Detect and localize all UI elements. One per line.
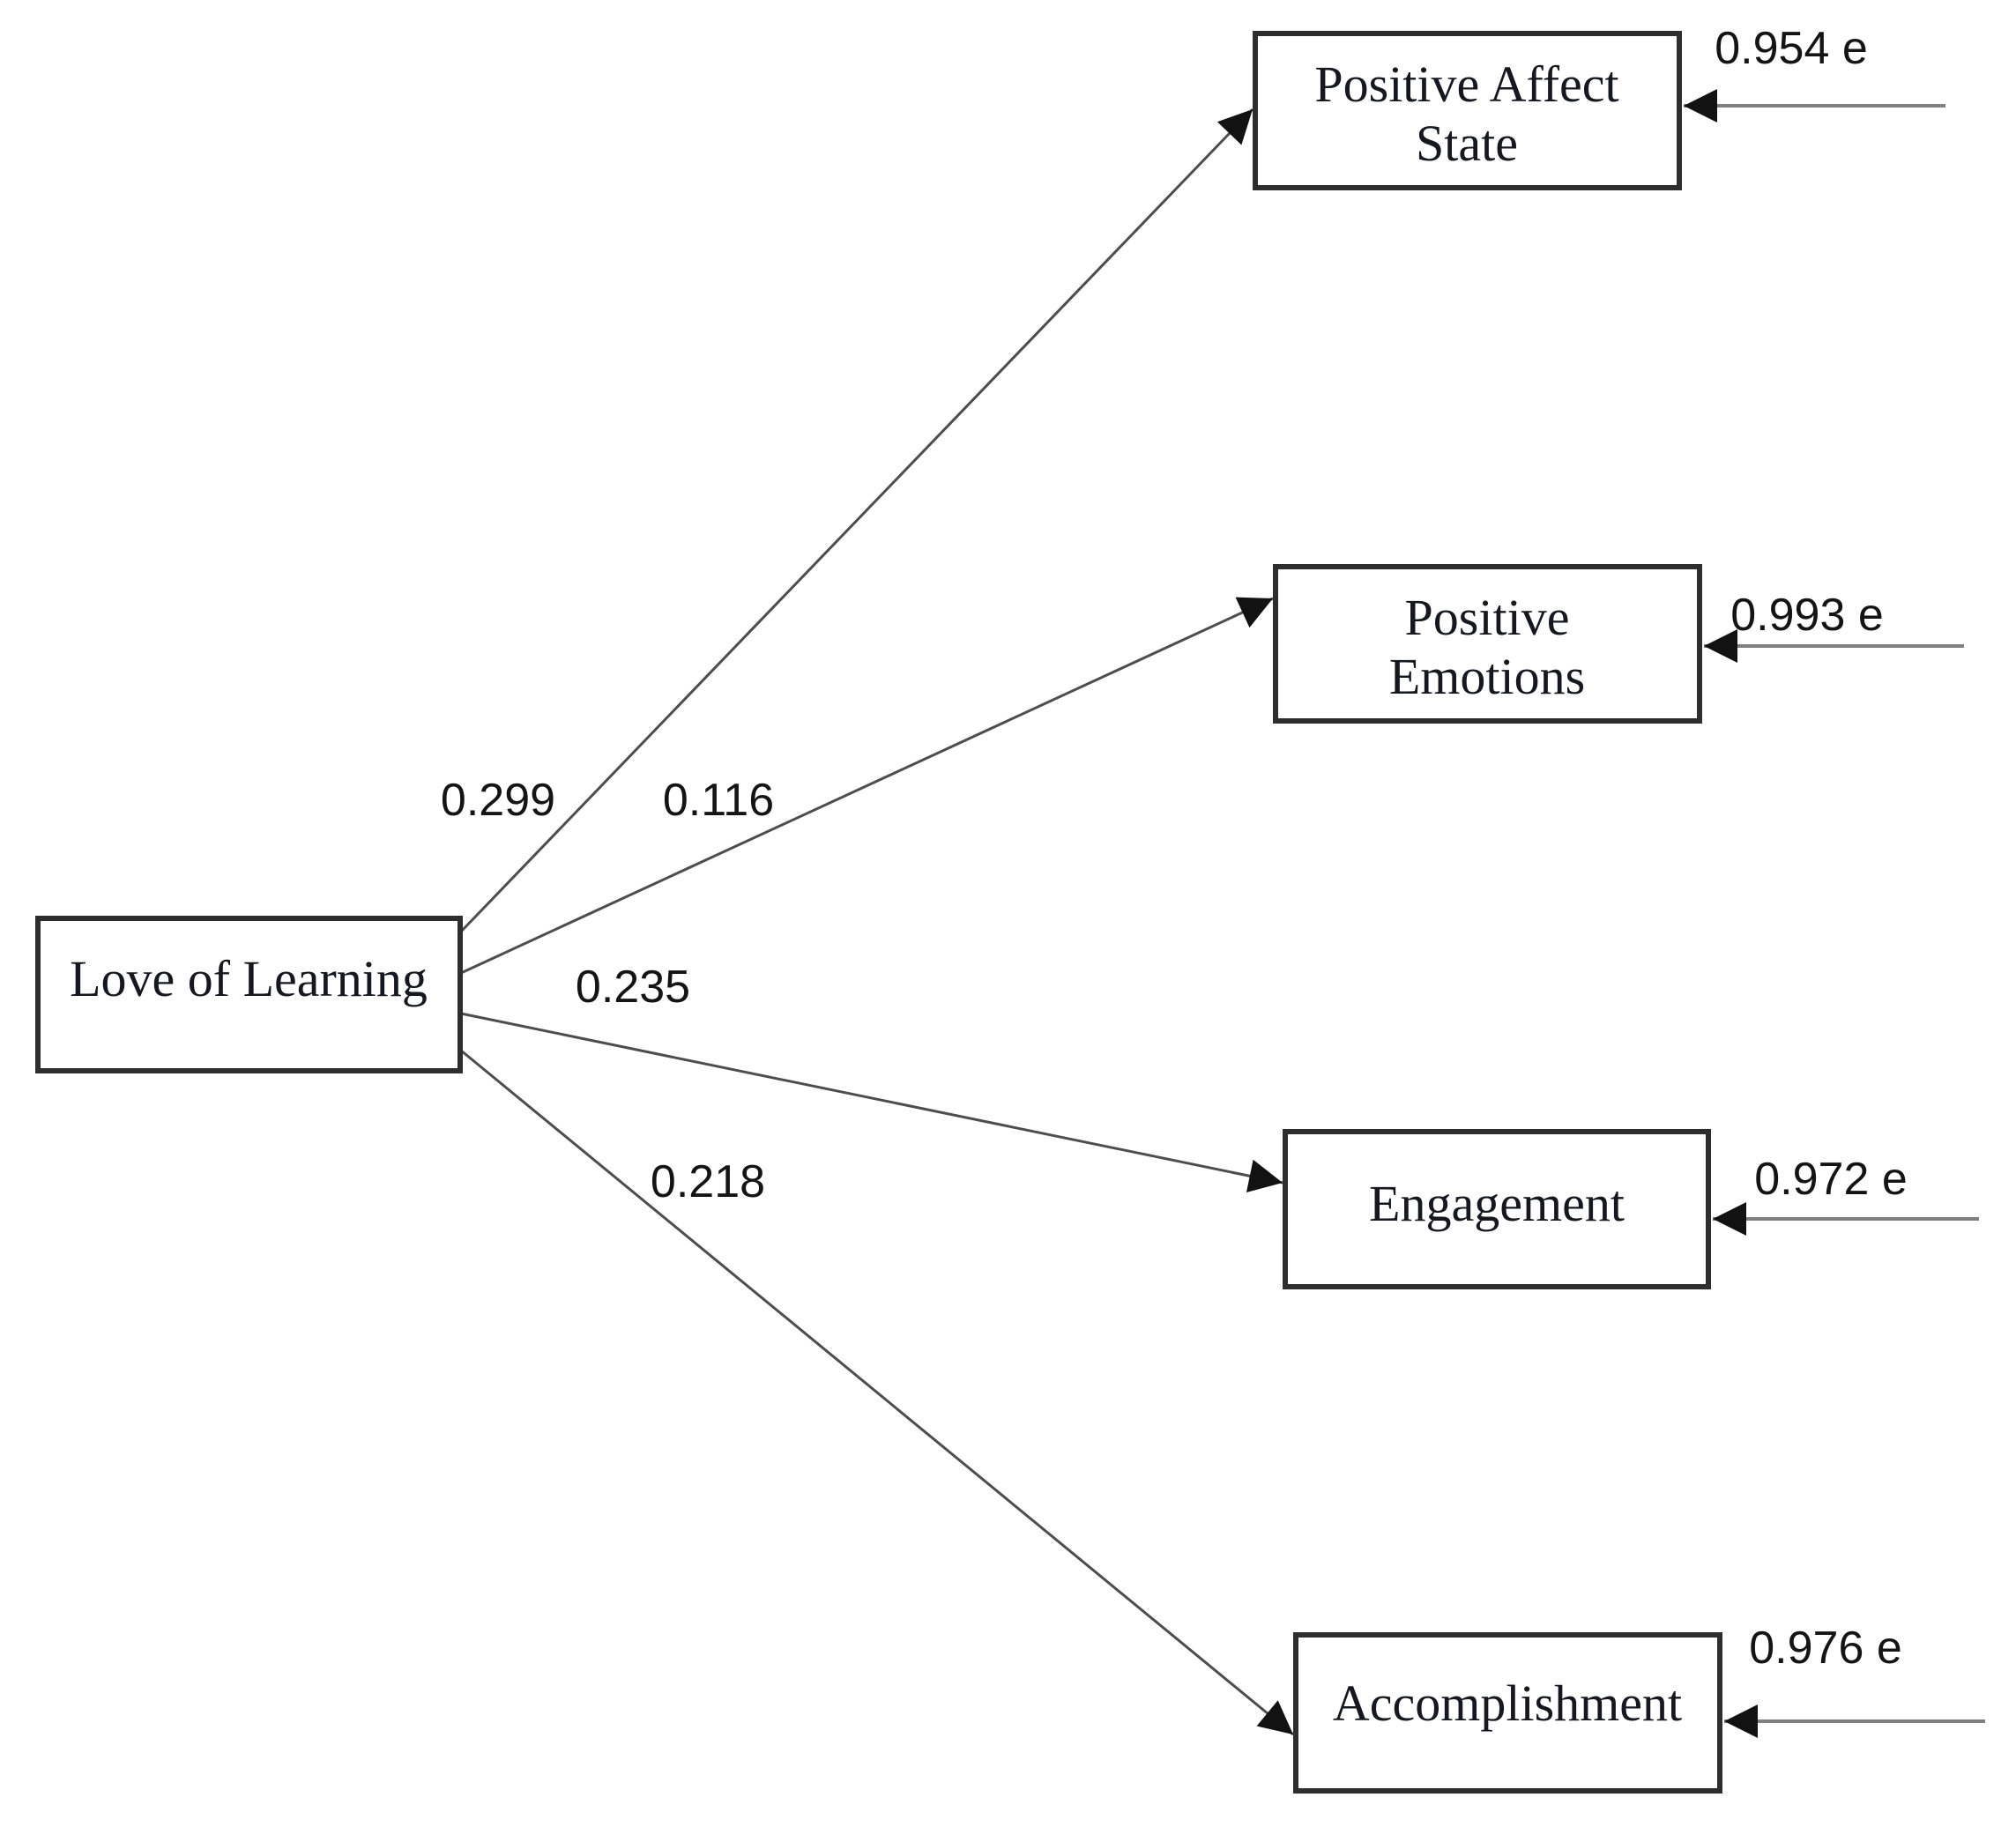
positive-emotions-label-line2: Emotions [1389, 648, 1585, 705]
coefficient-accomplishment: 0.218 [651, 1156, 765, 1207]
error-label-accomplishment: 0.976 e [1749, 1623, 1902, 1674]
accomplishment-box [1293, 1632, 1722, 1794]
positive-emotions-label-line1: Positive [1405, 589, 1570, 646]
love-of-learning-label: Love of Learning [70, 950, 428, 1007]
path-arrow-positive-emotions [460, 597, 1274, 975]
coefficient-positive-affect-state: 0.299 [441, 775, 555, 826]
positive-affect-state-label-line2: State [1416, 115, 1518, 172]
error-label-positive-emotions: 0.993 e [1730, 590, 1884, 641]
accomplishment-label: Accomplishment [1333, 1675, 1682, 1732]
engagement-label: Engagement [1369, 1175, 1625, 1232]
path-arrow-engagement [460, 1012, 1283, 1192]
path-arrow-positive-affect-state [459, 108, 1254, 933]
positive-emotions-box [1273, 564, 1702, 724]
error-label-engagement: 0.972 e [1754, 1154, 1908, 1205]
love-of-learning-box [35, 916, 463, 1073]
coefficient-engagement: 0.235 [576, 962, 690, 1013]
path-arrow-accomplishment [460, 1049, 1294, 1736]
error-label-positive-affect-state: 0.954 e [1715, 23, 1868, 74]
positive-affect-state-label-line1: Positive Affect [1314, 56, 1618, 113]
positive-affect-state-box [1253, 31, 1682, 190]
coefficient-positive-emotions: 0.116 [663, 775, 774, 826]
engagement-box [1283, 1129, 1711, 1289]
